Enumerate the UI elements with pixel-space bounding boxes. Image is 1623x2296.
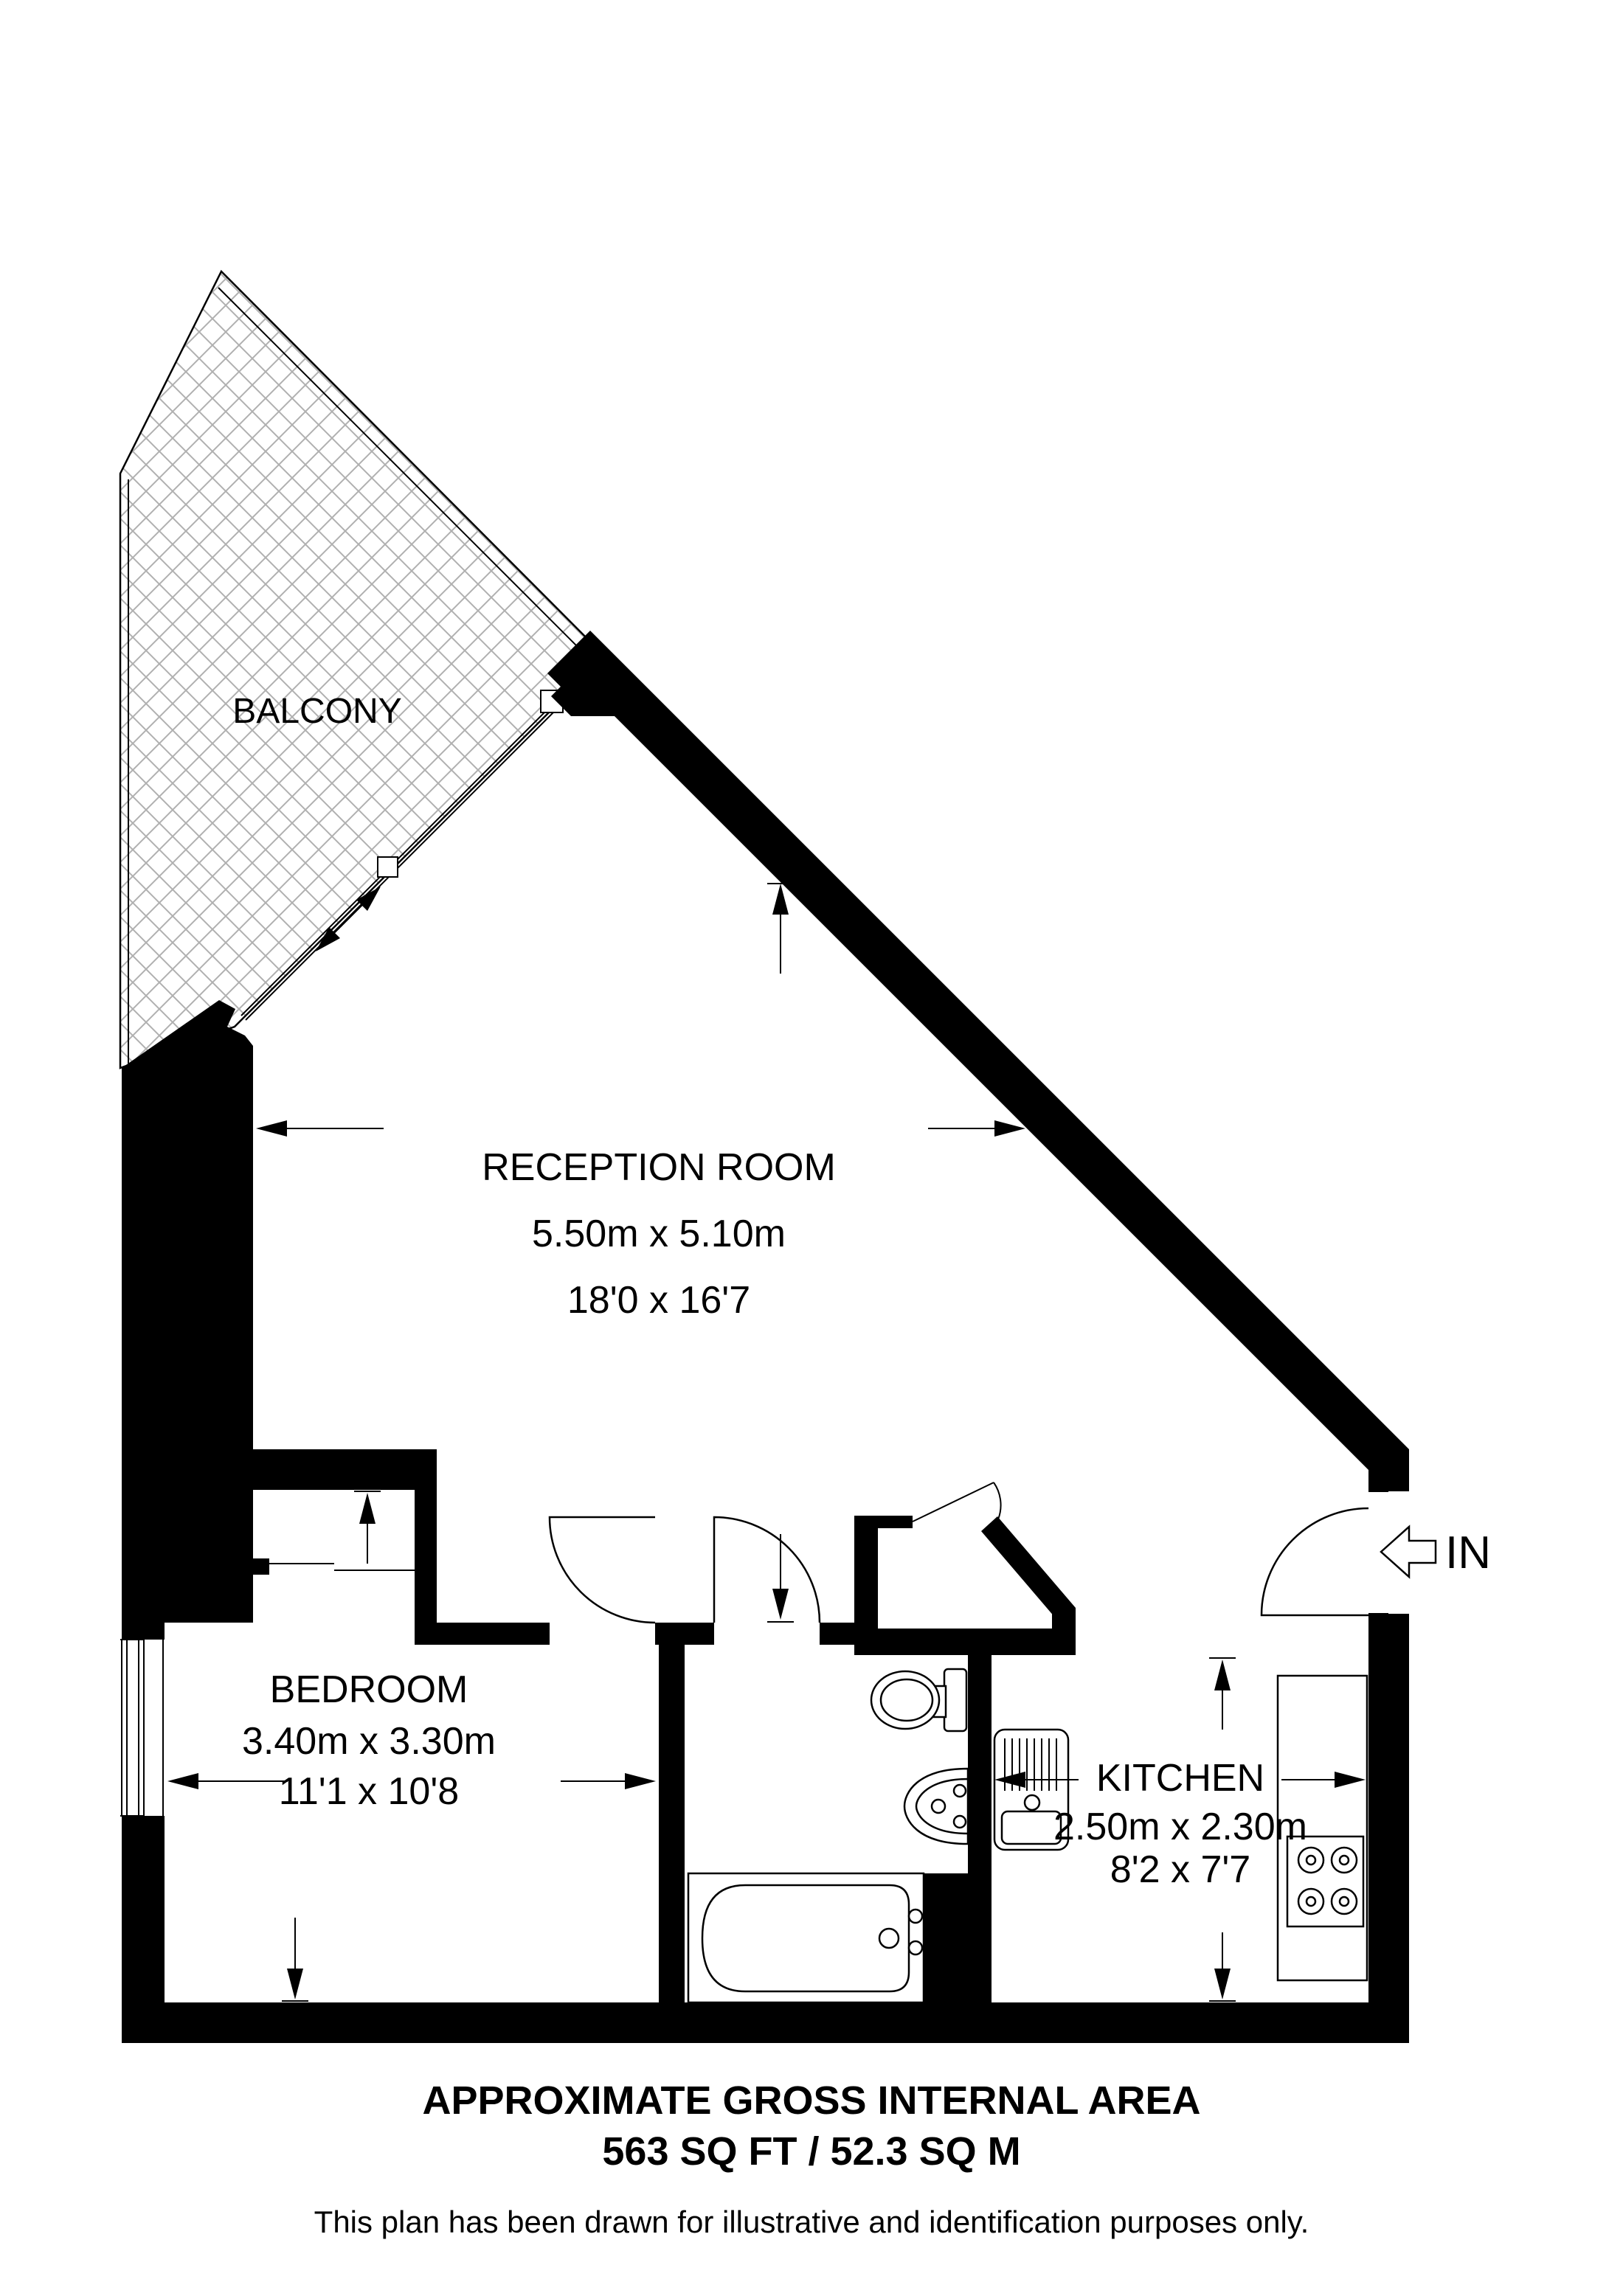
walls: [122, 631, 1409, 2043]
bathtub-icon: [687, 1872, 925, 2004]
basin-icon: [903, 1767, 969, 1845]
reception-height-arrows: [767, 883, 794, 1623]
wall-cupboard-diagonal: [981, 1516, 1076, 1623]
entrance-door-swing-icon: [1260, 1491, 1388, 1617]
bedroom-depth-arrows: [282, 1491, 381, 2002]
fixtures: [687, 1668, 1368, 2004]
wall-south: [122, 2002, 1409, 2043]
cupboard-door-swing-icon: [912, 1482, 1002, 1522]
balcony-hatched-floor: [119, 269, 606, 1069]
reception-size-imperial: 18'0 x 16'7: [567, 1279, 750, 1322]
balcony-rail-right: [218, 287, 597, 666]
wall-bathroom-kitchen-upper: [968, 1655, 992, 1873]
bedroom-width-arrows: [167, 1773, 656, 1789]
reception-size-metric: 5.50m x 5.10m: [532, 1213, 786, 1255]
entrance-label: IN: [1445, 1527, 1491, 1578]
kitchen-size-metric: 2.50m x 2.30m: [1053, 1806, 1307, 1848]
reception-width-arrows: [256, 1120, 1025, 1137]
kitchen-depth-arrows: [1209, 1657, 1236, 2002]
balcony-label: BALCONY: [232, 692, 401, 731]
reception-label: RECEPTION ROOM: [482, 1146, 836, 1189]
wall-hall-south-right: [820, 1623, 854, 1645]
wall-west-column: [122, 1000, 253, 1623]
closet-opening: [269, 1563, 415, 1571]
wall-closet-right: [415, 1490, 437, 1645]
wall-diagonal: [547, 631, 1409, 1491]
bathroom-door-swing-icon: [713, 1516, 821, 1623]
wall-cupboard-kitchen-north: [854, 1629, 1076, 1655]
doors: [269, 1482, 1388, 1624]
kitchen-label: KITCHEN: [1096, 1757, 1264, 1800]
wall-east: [1368, 1614, 1409, 2002]
room-labels: RECEPTION ROOM 5.50m x 5.10m 18'0 x 16'7…: [242, 1146, 1307, 1891]
slide-direction-arrow-icon: [316, 887, 381, 951]
footer: APPROXIMATE GROSS INTERNAL AREA 563 SQ F…: [314, 2078, 1309, 2239]
footer-area-value: 563 SQ FT / 52.3 SQ M: [602, 2129, 1020, 2174]
bedroom-size-metric: 3.40m x 3.30m: [242, 1720, 496, 1763]
footer-disclaimer: This plan has been drawn for illustrativ…: [314, 2205, 1309, 2239]
kitchen-sink-icon: [993, 1728, 1070, 1851]
wall-hall-south-mid: [655, 1623, 714, 1645]
wall-bedroom-bathroom: [659, 1645, 685, 2002]
wall-reception-bedroom: [253, 1449, 437, 1490]
bedroom-label: BEDROOM: [270, 1668, 468, 1711]
wall-cupboard-top: [854, 1516, 913, 1528]
balcony-sliding-door: [240, 690, 564, 1021]
door-jamb: [377, 856, 398, 878]
wall-bedroom-west-bottom: [122, 1816, 165, 2002]
wall-closet-stub: [253, 1558, 269, 1575]
toilet-icon: [870, 1668, 968, 1733]
bedroom-door-swing-icon: [548, 1516, 656, 1624]
balcony-area: BALCONY: [119, 269, 606, 1069]
wall-bedroom-west-top: [122, 1623, 165, 1640]
kitchen-size-imperial: 8'2 x 7'7: [1110, 1848, 1250, 1891]
dimension-arrows: [167, 883, 1366, 2002]
bedroom-size-imperial: 11'1 x 10'8: [279, 1770, 459, 1813]
wall-hall-south-left: [415, 1623, 550, 1645]
entrance-arrow-icon: [1380, 1525, 1437, 1579]
bedroom-window: [120, 1639, 164, 1817]
entrance-marker: IN: [1380, 1525, 1491, 1579]
hob-icon: [1286, 1835, 1365, 1928]
kitchen-width-arrows: [994, 1772, 1366, 1788]
wall-bathroom-kitchen-lower: [924, 1873, 992, 2002]
footer-area-title: APPROXIMATE GROSS INTERNAL AREA: [422, 2078, 1200, 2123]
kitchen-counter: [1276, 1674, 1368, 1982]
